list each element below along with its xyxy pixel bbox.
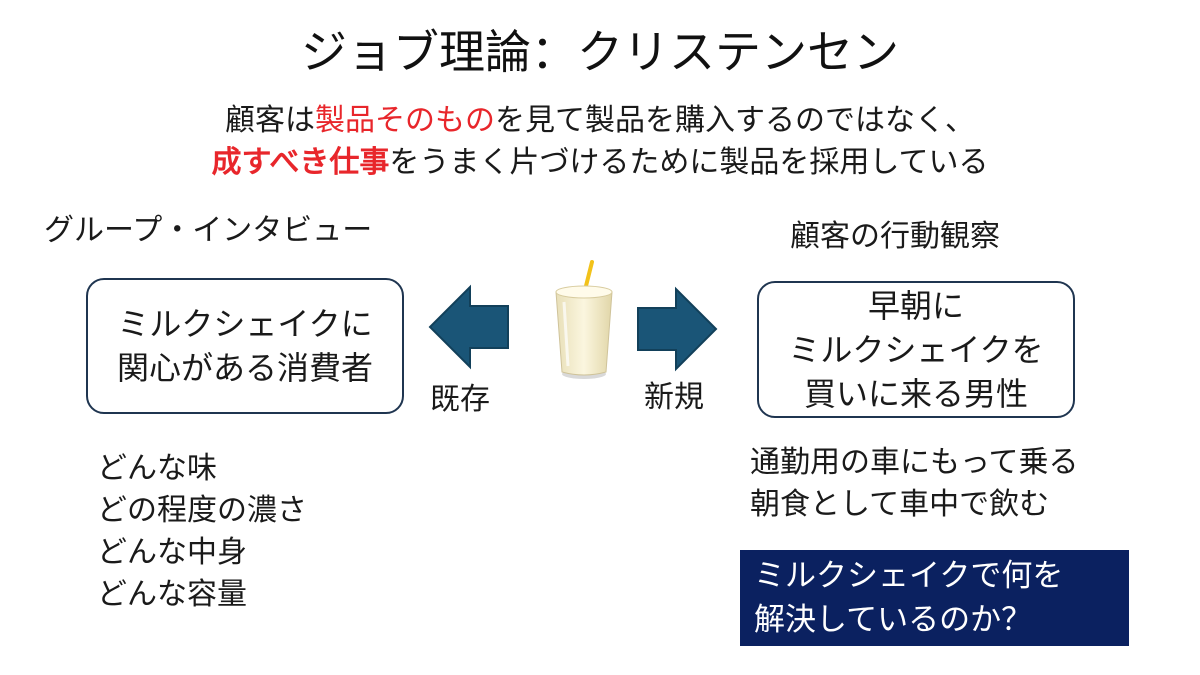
subtitle-line-1-post: を見て製品を購入するのではなく、 — [495, 103, 975, 138]
existing-box-line-1: ミルクシェイクに — [117, 305, 373, 343]
subtitle-line-2-highlight: 成すべき仕事 — [211, 145, 390, 180]
existing-label: 既存 — [430, 382, 490, 417]
existing-customer-box: ミルクシェイクに 関心がある消費者 — [86, 278, 404, 414]
observation-list: 通勤用の車にもって乗る 朝食として車中で飲む — [750, 442, 1079, 526]
list-item: どんな味 — [97, 451, 217, 486]
key-question-line-2: 解決しているのか？ — [754, 602, 1033, 638]
subtitle-line-1-highlight: 製品そのもの — [315, 103, 495, 138]
subtitle-line-1-pre: 顧客は — [225, 103, 315, 138]
subtitle-line-2: 成すべき仕事をうまく片づけるために製品を採用している — [0, 142, 1200, 184]
right-heading: 顧客の行動観察 — [790, 219, 1000, 254]
new-box-line-2: ミルクシェイクを — [788, 330, 1044, 369]
new-label: 新規 — [644, 380, 704, 415]
list-item: 通勤用の車にもって乗る — [750, 445, 1079, 480]
list-item: どの程度の濃さ — [97, 493, 307, 528]
milkshake-icon — [555, 260, 613, 379]
new-customer-box: 早朝に ミルクシェイクを 買いに来る男性 — [757, 281, 1075, 418]
arrow-right-icon — [637, 286, 718, 372]
key-question-line-1: ミルクシェイクで何を — [754, 558, 1064, 594]
list-item: 朝食として車中で飲む — [750, 487, 1050, 522]
left-heading: グループ・インタビュー — [44, 213, 373, 248]
new-box-line-1: 早朝に — [867, 286, 964, 325]
key-question-box: ミルクシェイクで何を 解決しているのか？ — [740, 550, 1129, 646]
subtitle-line-2-post: をうまく片づけるために製品を採用している — [389, 145, 989, 180]
arrow-left-icon — [428, 284, 509, 370]
interview-question-list: どんな味 どの程度の濃さ どんな中身 どんな容量 — [97, 448, 307, 616]
list-item: どんな容量 — [97, 577, 247, 612]
list-item: どんな中身 — [97, 535, 247, 570]
new-box-line-3: 買いに来る男性 — [803, 374, 1028, 413]
subtitle-line-1: 顧客は製品そのものを見て製品を購入するのではなく、 — [0, 100, 1200, 142]
existing-box-line-2: 関心がある消費者 — [116, 349, 373, 387]
slide-title: ジョブ理論：クリステンセン — [301, 25, 899, 79]
